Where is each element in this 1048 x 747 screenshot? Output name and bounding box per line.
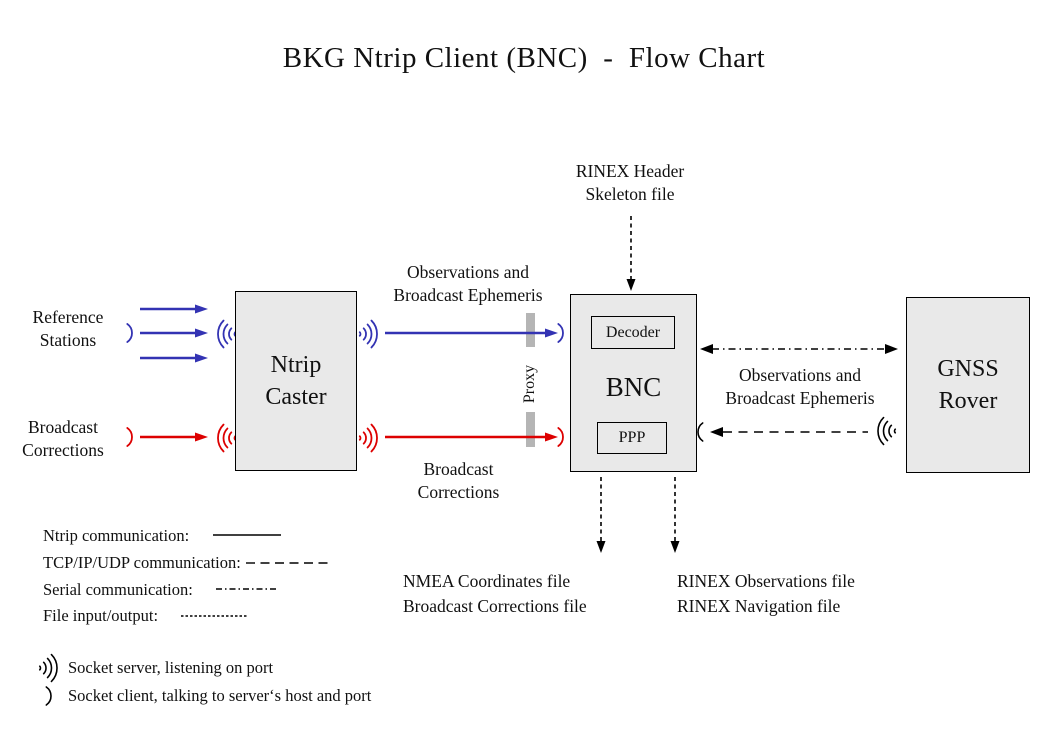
socket-client-icon-bnc-blue	[557, 323, 564, 343]
node-decoder: Decoder	[591, 316, 675, 349]
label-reference-stations: Reference Stations	[32, 307, 104, 351]
legend-label-fileio: File input/output:	[43, 606, 159, 625]
legend-label-ntrip: Ntrip communication:	[43, 526, 190, 545]
legend-label-socket-client: Socket client, talking to server‘s host …	[68, 686, 372, 705]
ntrip-stream-arrows-left	[140, 304, 208, 363]
legend-label-serial: Serial communication:	[43, 580, 193, 599]
label-rinex-output-files: RINEX Observations file RINEX Navigation…	[677, 571, 855, 617]
socket-server-icon-rover	[877, 416, 897, 446]
legend-label-tcpip: TCP/IP/UDP communication:	[43, 553, 241, 572]
ntrip-stream-arrow-mid	[385, 328, 558, 338]
proxy-bar-icons	[526, 313, 535, 447]
page-title: BKG Ntrip Client (BNC) - Flow Chart	[282, 42, 766, 74]
socket-client-icon-corrections	[126, 427, 133, 447]
corrections-arrow-left	[140, 432, 208, 442]
label-broadcast-corrections-left: Broadcast Corrections	[22, 417, 104, 461]
node-gnss-rover: GNSS Rover	[906, 297, 1030, 473]
corrections-arrow-mid	[385, 432, 558, 442]
label-broadcast-corrections-mid: Broadcast Corrections	[417, 459, 500, 503]
bnc-label: BNC	[605, 372, 662, 402]
rinex-header-input-arrow	[626, 216, 636, 291]
label-rinex-header-skeleton: RINEX Header Skeleton file	[575, 161, 685, 205]
node-bnc: Decoder BNC PPP	[570, 294, 697, 472]
label-nmea-output-files: NMEA Coordinates file Broadcast Correcti…	[403, 571, 587, 617]
label-proxy: Proxy	[521, 364, 538, 404]
socket-client-icon-reference	[126, 323, 133, 343]
socket-server-icon-caster-in-red	[217, 423, 237, 453]
socket-server-icon-caster-in-blue	[217, 319, 237, 349]
label-observations-ephemeris-right: Observations and Broadcast Ephemeris	[725, 365, 875, 409]
legend-label-socket-server: Socket server, listening on port	[68, 658, 274, 677]
socket-server-icon-caster-out-red	[358, 423, 378, 453]
node-ppp: PPP	[597, 422, 667, 454]
socket-client-icon-bnc-red	[557, 427, 564, 447]
label-observations-ephemeris-mid: Observations and Broadcast Ephemeris	[393, 262, 543, 306]
node-ntrip-caster: Ntrip Caster	[235, 291, 357, 471]
nmea-output-arrow	[596, 477, 606, 553]
socket-server-icon-caster-out-blue	[358, 319, 378, 349]
socket-client-icon-bnc-serial	[697, 422, 704, 442]
socket-server-legend-icon	[38, 653, 58, 683]
socket-client-legend-icon	[45, 686, 52, 706]
serial-link-arrow	[700, 344, 898, 354]
tcp-link-arrow	[710, 427, 868, 437]
rinex-output-arrow	[670, 477, 680, 553]
